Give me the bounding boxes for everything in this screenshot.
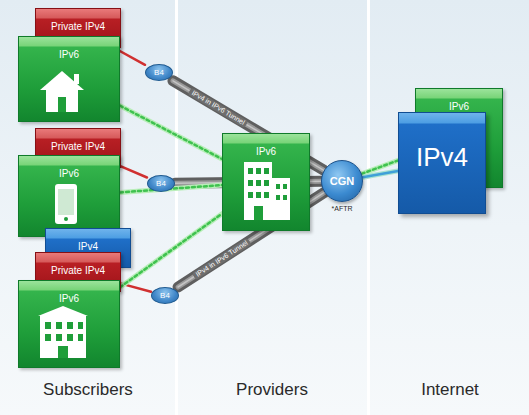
ipv6-box: IPv6 <box>18 36 120 122</box>
node-title: IPv6 <box>256 146 276 158</box>
red-link <box>121 166 147 177</box>
phone-icon <box>55 184 77 224</box>
node-title: IPv6 <box>449 101 469 113</box>
ipv6-box: IPv6 <box>18 280 120 368</box>
building-icon <box>244 162 290 220</box>
node-title: Private IPv4 <box>51 141 105 153</box>
column-label: Internet <box>421 380 479 400</box>
node-title: IPv4 <box>416 143 468 173</box>
node-title: IPv6 <box>59 49 79 61</box>
node-title: IPv4 <box>78 241 98 253</box>
node-title: IPv6 <box>59 168 79 180</box>
column-label: Subscribers <box>43 380 133 400</box>
node-title: CGN <box>330 175 354 188</box>
b4-router: B4 <box>145 64 173 81</box>
blue-link <box>363 171 398 177</box>
green-link <box>120 106 222 159</box>
provider-ipv6-box: IPv6 <box>222 133 310 231</box>
b4-router: B4 <box>147 175 175 192</box>
tunnel-label: IPv4 in IPv6 Tunnel <box>188 87 249 128</box>
node-title: B4 <box>154 68 164 77</box>
node-title: Private IPv4 <box>51 21 105 33</box>
cgn-circle: CGN <box>321 160 363 202</box>
ipv6-box: IPv6 <box>18 155 120 237</box>
node-title: B4 <box>156 179 166 188</box>
b4-router: B4 <box>151 287 179 304</box>
house-icon <box>40 71 84 112</box>
cgn-node: CGN *AFTR <box>320 160 364 216</box>
node-title: Private IPv4 <box>51 265 105 277</box>
office-icon <box>38 306 88 358</box>
tunnel-label: IPv4 in IPv6 Tunnel <box>192 237 252 280</box>
internet-ipv4-box: IPv4 <box>398 112 486 214</box>
node-note: *AFTR <box>332 205 353 213</box>
green-link <box>120 214 222 288</box>
node-title: IPv6 <box>59 293 79 305</box>
column-label: Providers <box>236 380 308 400</box>
node-title: B4 <box>160 291 170 300</box>
